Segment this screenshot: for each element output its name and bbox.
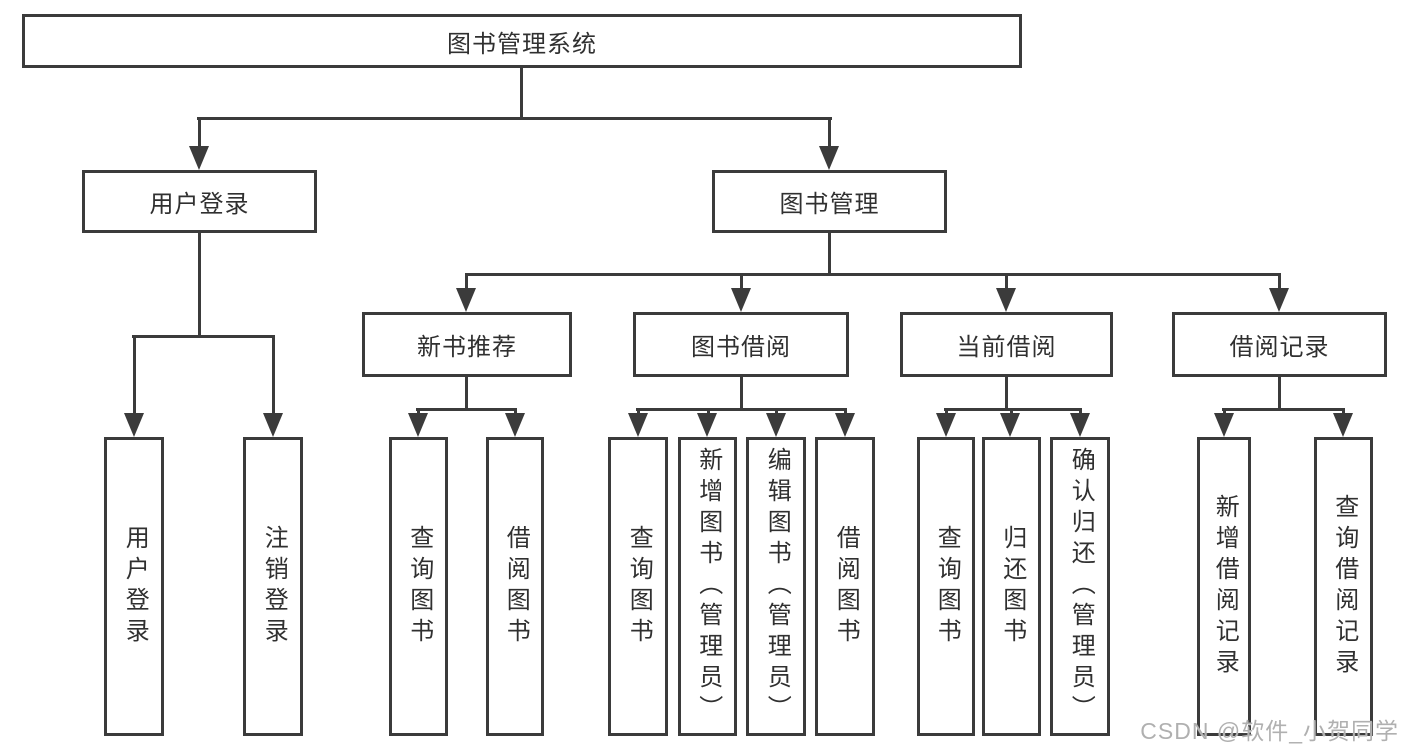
arrow-down-icon bbox=[505, 413, 525, 437]
connector-line bbox=[465, 273, 1281, 276]
connector-line bbox=[198, 118, 201, 150]
leaf-edit-book-admin: 编辑图书（管理员） bbox=[746, 437, 806, 736]
connector-line bbox=[828, 118, 831, 150]
arrow-down-icon bbox=[1269, 288, 1289, 312]
arrow-down-icon bbox=[697, 413, 717, 437]
connector-line bbox=[1278, 375, 1281, 409]
connector-line bbox=[1278, 275, 1281, 290]
leaf-query-borrow-record: 查询借阅记录 bbox=[1314, 437, 1373, 736]
leaf-label: 确认归还（管理员） bbox=[1067, 447, 1095, 726]
leaf-logout: 注销登录 bbox=[243, 437, 303, 736]
leaf-label: 注销登录 bbox=[260, 524, 288, 649]
arrow-down-icon bbox=[408, 413, 428, 437]
arrow-down-icon bbox=[189, 146, 209, 170]
connector-line bbox=[197, 117, 832, 120]
arrow-down-icon bbox=[731, 288, 751, 312]
connector-line bbox=[198, 231, 201, 337]
arrow-down-icon bbox=[456, 288, 476, 312]
leaf-label: 查询图书 bbox=[625, 524, 653, 649]
connector-line bbox=[132, 335, 275, 338]
leaf-label: 查询借阅记录 bbox=[1330, 493, 1358, 680]
connector-line bbox=[1005, 275, 1008, 290]
node-label: 新书推荐 bbox=[417, 334, 517, 361]
arrow-down-icon bbox=[936, 413, 956, 437]
node-book-borrowing: 图书借阅 bbox=[633, 312, 849, 377]
arrow-down-icon bbox=[124, 413, 144, 437]
node-label: 图书管理 bbox=[779, 191, 880, 218]
leaf-query-books-recommend: 查询图书 bbox=[389, 437, 448, 736]
node-new-book-recommend: 新书推荐 bbox=[362, 312, 572, 377]
leaf-label: 编辑图书（管理员） bbox=[763, 447, 791, 726]
node-borrowing-records: 借阅记录 bbox=[1172, 312, 1387, 377]
connector-line bbox=[520, 66, 523, 119]
connector-line bbox=[465, 375, 468, 409]
leaf-label: 借阅图书 bbox=[832, 524, 860, 649]
connector-line bbox=[272, 337, 275, 415]
node-label: 图书借阅 bbox=[691, 334, 791, 361]
watermark: CSDN @软件_小贺同学 bbox=[1140, 718, 1399, 744]
node-label: 用户登录 bbox=[149, 191, 250, 218]
leaf-query-books-borrow: 查询图书 bbox=[608, 437, 668, 736]
leaf-label: 用户登录 bbox=[121, 524, 149, 649]
connector-line bbox=[465, 275, 468, 290]
connector-line bbox=[1005, 375, 1008, 409]
leaf-borrow-books: 借阅图书 bbox=[815, 437, 875, 736]
node-label: 当前借阅 bbox=[956, 334, 1057, 361]
connector-line bbox=[740, 275, 743, 290]
arrow-down-icon bbox=[1214, 413, 1234, 437]
leaf-label: 查询图书 bbox=[933, 524, 961, 649]
leaf-return-book: 归还图书 bbox=[982, 437, 1041, 736]
node-current-borrowing: 当前借阅 bbox=[900, 312, 1113, 377]
connector-line bbox=[1222, 408, 1345, 411]
leaf-confirm-return-admin: 确认归还（管理员） bbox=[1050, 437, 1110, 736]
arrow-down-icon bbox=[819, 146, 839, 170]
leaf-user-login: 用户登录 bbox=[104, 437, 164, 736]
node-root: 图书管理系统 bbox=[22, 14, 1022, 68]
leaf-label: 新增图书（管理员） bbox=[694, 447, 722, 726]
leaf-query-books-current: 查询图书 bbox=[917, 437, 975, 736]
leaf-label: 查询图书 bbox=[405, 524, 433, 649]
connector-line bbox=[944, 408, 1082, 411]
arrow-down-icon bbox=[1333, 413, 1353, 437]
leaf-label: 新增借阅记录 bbox=[1211, 493, 1239, 680]
connector-line bbox=[740, 375, 743, 409]
arrow-down-icon bbox=[628, 413, 648, 437]
node-label: 借阅记录 bbox=[1229, 334, 1330, 361]
arrow-down-icon bbox=[1070, 413, 1090, 437]
leaf-add-borrow-record: 新增借阅记录 bbox=[1197, 437, 1251, 736]
node-user-login: 用户登录 bbox=[82, 170, 317, 233]
leaf-label: 归还图书 bbox=[998, 524, 1026, 649]
connector-line bbox=[828, 231, 831, 276]
connector-line bbox=[416, 408, 517, 411]
arrow-down-icon bbox=[835, 413, 855, 437]
node-label: 图书管理系统 bbox=[447, 30, 597, 58]
leaf-borrow-books-recommend: 借阅图书 bbox=[486, 437, 544, 736]
connector-line bbox=[636, 408, 847, 411]
arrow-down-icon bbox=[766, 413, 786, 437]
arrow-down-icon bbox=[263, 413, 283, 437]
leaf-add-book-admin: 新增图书（管理员） bbox=[678, 437, 737, 736]
connector-line bbox=[133, 337, 136, 415]
leaf-label: 借阅图书 bbox=[502, 524, 530, 649]
arrow-down-icon bbox=[996, 288, 1016, 312]
arrow-down-icon bbox=[1000, 413, 1020, 437]
node-book-management: 图书管理 bbox=[712, 170, 947, 233]
